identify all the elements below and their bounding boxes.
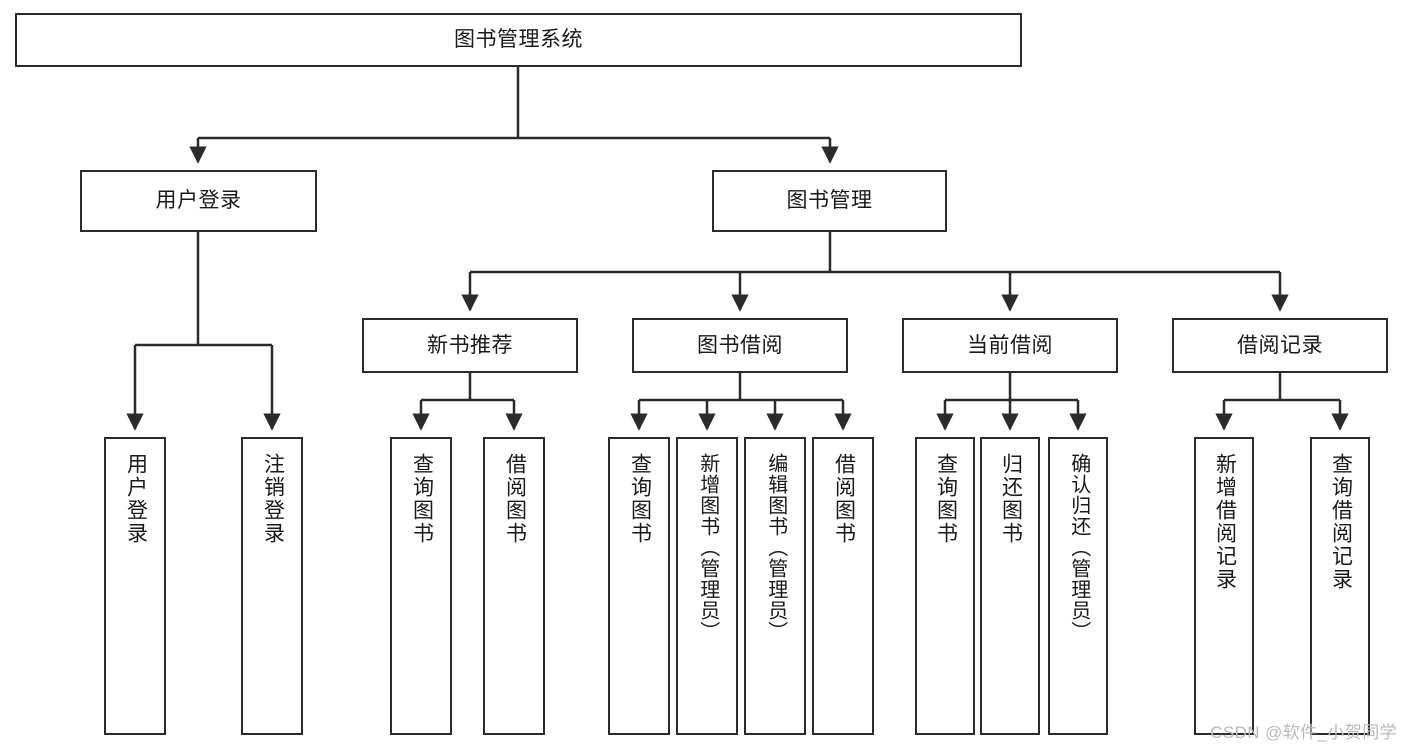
node-label: 归还图书 [999,453,1023,545]
node-book-manage[interactable]: 图书管理 [712,170,947,232]
csdn-watermark: CSDN @软件_小贺同学 [1210,723,1397,742]
node-leaf-borrow-book[interactable]: 借阅图书 [812,437,874,735]
node-leaf-confirm-return-admin[interactable]: 确认归还（管理员） [1048,437,1108,735]
node-leaf-add-borrow-record[interactable]: 新增借阅记录 [1194,437,1254,735]
node-leaf-borrow-book-recommend[interactable]: 借阅图书 [483,437,545,735]
node-leaf-logout[interactable]: 注销登录 [241,437,303,735]
node-label: 图书借阅 [697,333,783,357]
node-label: 查询图书 [410,453,434,545]
node-leaf-user-login[interactable]: 用户登录 [104,437,166,735]
node-label: 借阅记录 [1237,333,1323,357]
node-book-borrow[interactable]: 图书借阅 [632,318,848,373]
node-label: 确认归还（管理员） [1067,453,1090,642]
node-borrow-record[interactable]: 借阅记录 [1172,318,1388,373]
node-label: 注销登录 [261,453,285,545]
node-label: 借阅图书 [832,453,856,545]
node-label: 图书管理系统 [454,28,583,52]
node-leaf-query-book-recommend[interactable]: 查询图书 [390,437,452,735]
node-leaf-return-book[interactable]: 归还图书 [980,437,1040,735]
node-label: 新增图书（管理员） [696,453,719,642]
node-leaf-query-borrow-record[interactable]: 查询借阅记录 [1310,437,1370,735]
node-user-login[interactable]: 用户登录 [80,170,317,232]
node-leaf-query-book-borrow[interactable]: 查询图书 [608,437,670,735]
node-leaf-add-book-admin[interactable]: 新增图书（管理员） [676,437,738,735]
node-label: 借阅图书 [503,453,527,545]
node-current-borrow[interactable]: 当前借阅 [902,318,1118,373]
node-label: 当前借阅 [967,333,1053,357]
node-leaf-query-book-current[interactable]: 查询图书 [915,437,975,735]
node-label: 新书推荐 [427,333,513,357]
node-label: 用户登录 [124,453,148,545]
node-label: 新增借阅记录 [1213,453,1237,591]
node-label: 用户登录 [155,189,242,213]
node-label: 查询图书 [934,453,958,545]
node-root-system[interactable]: 图书管理系统 [15,13,1022,67]
node-new-book-recommend[interactable]: 新书推荐 [362,318,578,373]
node-label: 编辑图书（管理员） [764,453,787,642]
node-leaf-edit-book-admin[interactable]: 编辑图书（管理员） [744,437,806,735]
node-label: 图书管理 [786,189,873,213]
node-label: 查询借阅记录 [1329,453,1353,591]
node-label: 查询图书 [628,453,652,545]
